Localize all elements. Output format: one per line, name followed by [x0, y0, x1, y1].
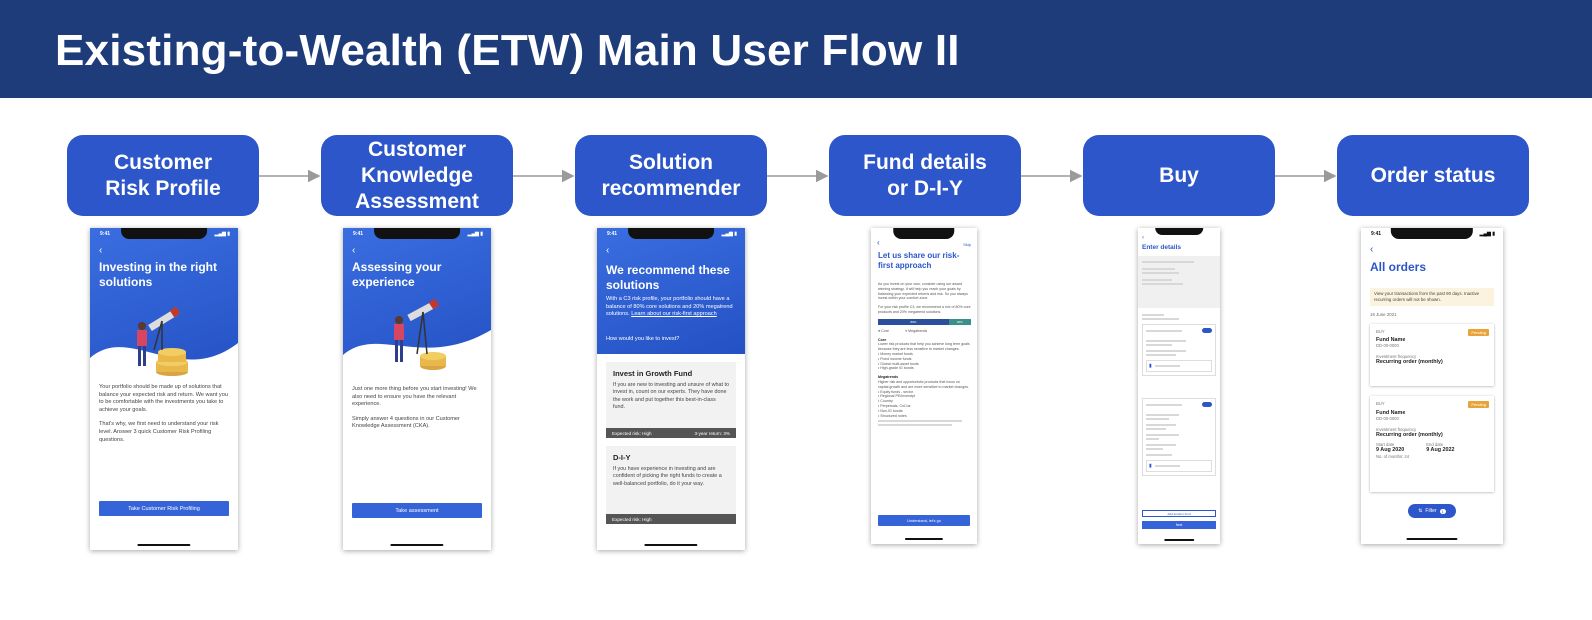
- telescope-illustration-icon: [137, 306, 188, 376]
- screen-fund-details: ‹ Skip Let us share our risk-first appro…: [871, 228, 977, 544]
- step-order-status: Order status: [1337, 135, 1529, 216]
- status-badge: Pending: [1468, 401, 1489, 408]
- fund-details-body: As you invest on your own, consider usin…: [878, 282, 971, 428]
- filter-count-badge: 1: [1439, 508, 1446, 514]
- add-another-fund-button[interactable]: Add another fund: [1142, 510, 1216, 517]
- screen-risk-profile: 9:41▂▄▆ ▮ ‹ Investing in the right solut…: [90, 228, 238, 550]
- telescope-illustration-icon: [394, 298, 446, 370]
- fund-form-2[interactable]: ▮: [1142, 398, 1216, 476]
- take-assessment-button[interactable]: Take assessment: [352, 503, 482, 518]
- order-card[interactable]: BUY Pending Fund Name DD-00-0000 Investm…: [1370, 324, 1494, 386]
- body-text: Your portfolio should be made up of solu…: [99, 384, 228, 443]
- filter-icon: ⇅: [1418, 508, 1423, 514]
- account-icon: ▮: [1149, 363, 1152, 369]
- understand-lets-go-button[interactable]: Understand, let's go: [878, 515, 970, 526]
- allocation-legend: ● Core ● Megatrends: [878, 328, 928, 333]
- back-icon[interactable]: ‹: [1370, 244, 1374, 255]
- notice-banner: View your transactions from the past 90 …: [1370, 288, 1494, 306]
- core-list: • Money market funds • Fixed income fund…: [878, 351, 919, 371]
- signal-icon: ▂▄▆ ▮: [721, 231, 737, 237]
- step-fund-details: Fund details or D-I-Y: [829, 135, 1021, 216]
- signal-icon: ▂▄▆ ▮: [1479, 231, 1495, 237]
- skip-link[interactable]: Skip: [963, 242, 971, 247]
- risk-first-link[interactable]: Learn about our risk-first approach: [631, 311, 717, 318]
- screen-title: Enter details: [1142, 244, 1182, 251]
- signal-icon: ▂▄▆ ▮: [467, 231, 483, 237]
- step-buy: Buy: [1083, 135, 1275, 216]
- status-badge: Pending: [1468, 329, 1489, 336]
- invest-question: How would you like to invest?: [606, 336, 680, 342]
- next-button[interactable]: Next: [1142, 521, 1216, 529]
- body-text: Just one more thing before you start inv…: [352, 386, 477, 430]
- order-card[interactable]: BUY Pending Fund Name DD-00-0000 Investm…: [1370, 396, 1494, 492]
- back-icon[interactable]: ‹: [877, 238, 880, 247]
- allocation-bar: 80% 20%: [878, 318, 971, 325]
- step-customer-knowledge-assessment: Customer Knowledge Assessment: [321, 135, 513, 216]
- take-risk-profiling-button[interactable]: Take Customer Risk Profiling: [99, 501, 229, 516]
- recurring-toggle[interactable]: [1202, 402, 1212, 407]
- fund-form-1[interactable]: ▮: [1142, 312, 1216, 376]
- screen-knowledge-assessment: 9:41▂▄▆ ▮ ‹ Assessing your experience Ju…: [343, 228, 491, 550]
- screen-title: All orders: [1370, 260, 1427, 274]
- title-banner: Existing-to-Wealth (ETW) Main User Flow …: [0, 0, 1592, 98]
- hero-banner: [597, 228, 745, 354]
- one-time-toggle[interactable]: [1202, 328, 1212, 333]
- screen-solution-recommender: 9:41▂▄▆ ▮ ‹ We recommend these solutions…: [597, 228, 745, 550]
- step-solution-recommender: Solution recommender: [575, 135, 767, 216]
- screen-order-status: 9:41▂▄▆ ▮ ‹ All orders View your transac…: [1361, 228, 1503, 544]
- screen-title: We recommend these solutions: [606, 263, 730, 292]
- wave-shape: [343, 330, 491, 380]
- screen-title: Investing in the right solutions: [99, 260, 218, 289]
- filter-button[interactable]: ⇅ Filter 1: [1408, 504, 1456, 518]
- back-icon[interactable]: ‹: [99, 245, 103, 256]
- page-title: Existing-to-Wealth (ETW) Main User Flow …: [55, 26, 960, 75]
- intro-text: With a C3 risk profile, your portfolio s…: [606, 296, 733, 318]
- step-customer-risk-profile: Customer Risk Profile: [67, 135, 259, 216]
- back-icon[interactable]: ‹: [606, 245, 610, 256]
- back-icon[interactable]: ‹: [1142, 235, 1144, 241]
- screen-title: Assessing your experience: [352, 260, 442, 289]
- screen-title: Let us share our risk-first approach: [878, 251, 960, 270]
- order-date: 16 June 2021: [1370, 312, 1397, 317]
- diy-card[interactable]: D-I-Y If you have experience in investin…: [606, 446, 736, 524]
- growth-fund-card[interactable]: Invest in Growth Fund If you are new to …: [606, 362, 736, 438]
- megatrend-list: • Equity funds - sector • Regional PE/In…: [878, 389, 916, 418]
- signal-icon: ▂▄▆ ▮: [214, 231, 230, 237]
- account-summary: [1138, 256, 1220, 308]
- screen-buy: ‹ Enter details ▮ ▮ Add another fund: [1138, 228, 1220, 544]
- account-icon: ▮: [1149, 463, 1152, 469]
- back-icon[interactable]: ‹: [352, 245, 356, 256]
